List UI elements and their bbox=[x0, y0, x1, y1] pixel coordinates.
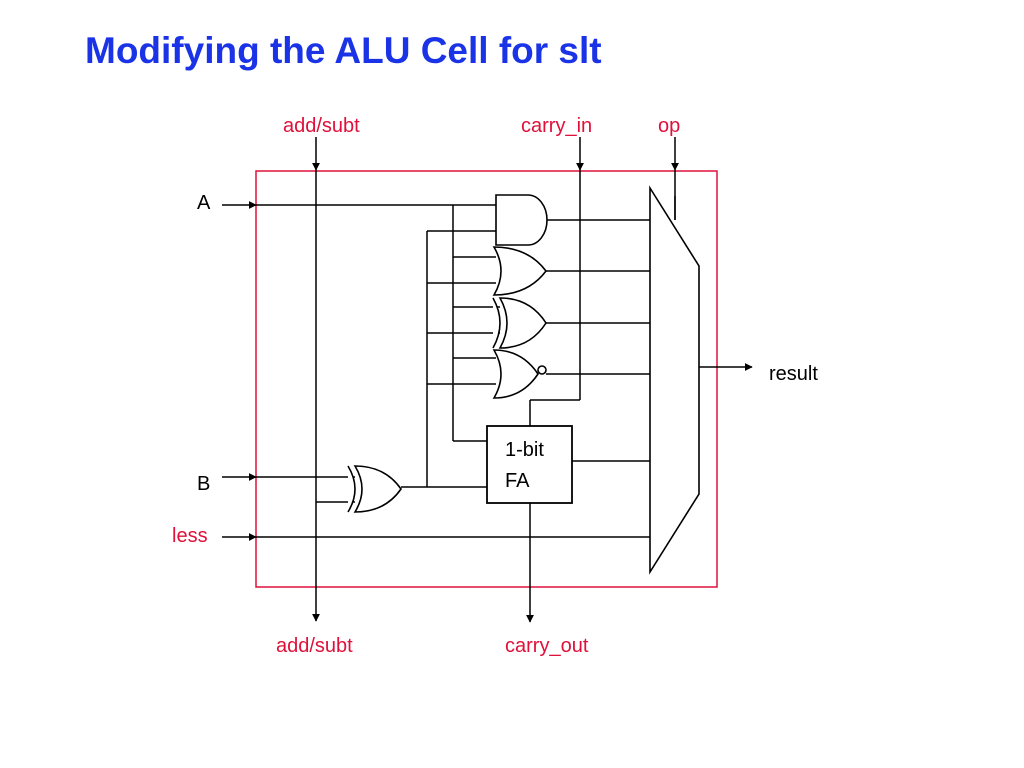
a-input-label: A bbox=[197, 192, 211, 214]
less-input-label: less bbox=[172, 525, 208, 547]
full-adder: 1-bit FA bbox=[486, 425, 573, 504]
alu-cell-boundary bbox=[255, 170, 718, 588]
add-subt-input-label: add/subt bbox=[283, 115, 360, 137]
b-input-label: B bbox=[197, 473, 210, 495]
wires bbox=[222, 137, 753, 623]
nor-gate bbox=[492, 349, 547, 399]
b-xor-gate bbox=[347, 465, 402, 513]
or-gate bbox=[492, 246, 548, 296]
add-subt-output-label: add/subt bbox=[276, 635, 353, 657]
result-output-label: result bbox=[769, 363, 818, 385]
and-gate bbox=[495, 194, 548, 246]
carry-in-label: carry_in bbox=[521, 115, 592, 137]
carry-out-label: carry_out bbox=[505, 635, 589, 657]
xor-gate bbox=[492, 297, 547, 349]
multiplexer bbox=[649, 185, 700, 575]
slide-title: Modifying the ALU Cell for slt bbox=[85, 30, 602, 71]
full-adder-label-line2: FA bbox=[505, 470, 530, 492]
op-label: op bbox=[658, 115, 680, 137]
full-adder-label-line1: 1-bit bbox=[505, 439, 544, 461]
